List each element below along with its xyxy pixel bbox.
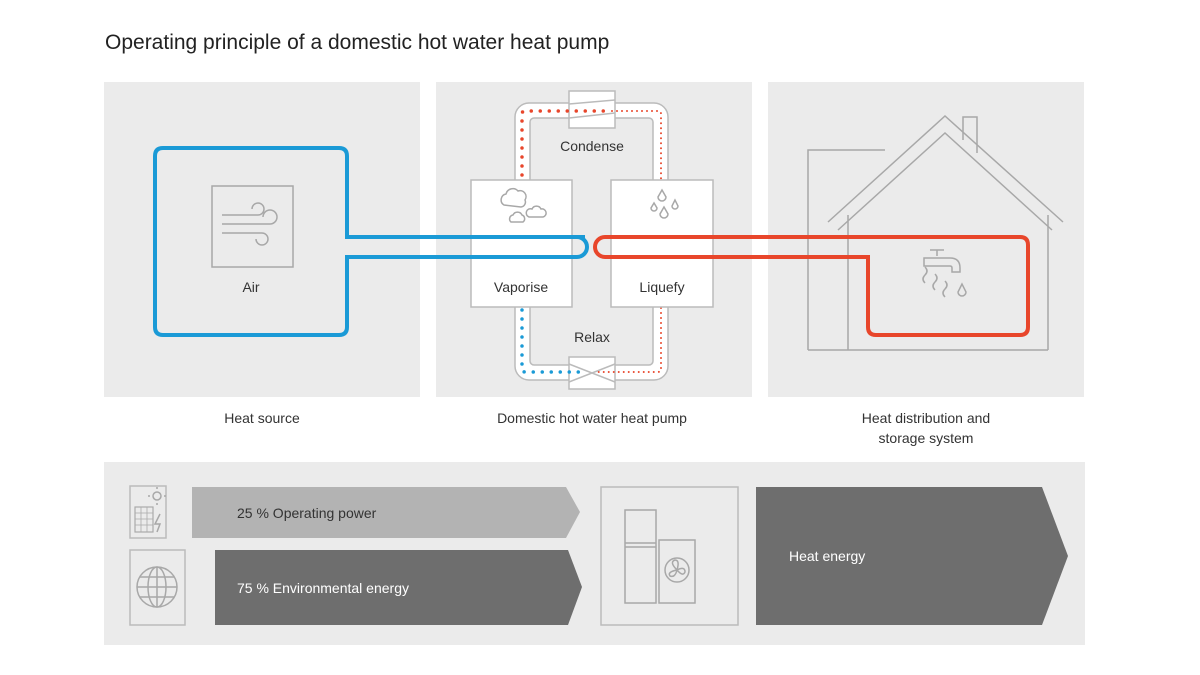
droplets-icon [650, 188, 679, 219]
distribution-caption-line2: storage system [879, 430, 974, 446]
heat-pump-unit-icon [600, 486, 739, 626]
condenser-box [610, 179, 714, 308]
tap-icon [922, 249, 967, 298]
hot-gas-flow [520, 109, 612, 177]
cold-flow [520, 308, 587, 374]
cloud-icon [500, 187, 547, 223]
distribution-caption-line1: Heat distribution and [862, 410, 990, 426]
vaporise-label: Vaporise [494, 279, 548, 295]
cold-source-loop [153, 146, 589, 337]
air-icon [211, 185, 294, 268]
heat-distribution-panel [768, 82, 1084, 397]
evaporator-box [470, 179, 573, 308]
heat-energy-arrow [756, 487, 1068, 625]
relax-label: Relax [574, 329, 610, 345]
liquefy-label: Liquefy [639, 279, 684, 295]
expansion-valve-icon [568, 356, 616, 390]
house-icon [807, 114, 1064, 351]
globe-icon [129, 549, 186, 626]
operating-power-arrow [192, 487, 580, 538]
heat-energy-label: Heat energy [789, 548, 865, 564]
environmental-energy-arrow [215, 550, 582, 625]
heat-pump-caption: Domestic hot water heat pump [497, 410, 687, 426]
heat-source-panel [104, 82, 420, 397]
page-title: Operating principle of a domestic hot wa… [105, 31, 609, 54]
air-label: Air [242, 279, 259, 295]
operating-power-label: 25 % Operating power [237, 505, 377, 521]
solar-power-icon [129, 485, 167, 539]
heat-source-caption: Heat source [224, 410, 300, 426]
hot-water-loop [593, 235, 1030, 337]
environmental-energy-label: 75 % Environmental energy [237, 580, 409, 596]
hot-liquid-flow [597, 110, 662, 373]
condense-label: Condense [560, 138, 624, 154]
